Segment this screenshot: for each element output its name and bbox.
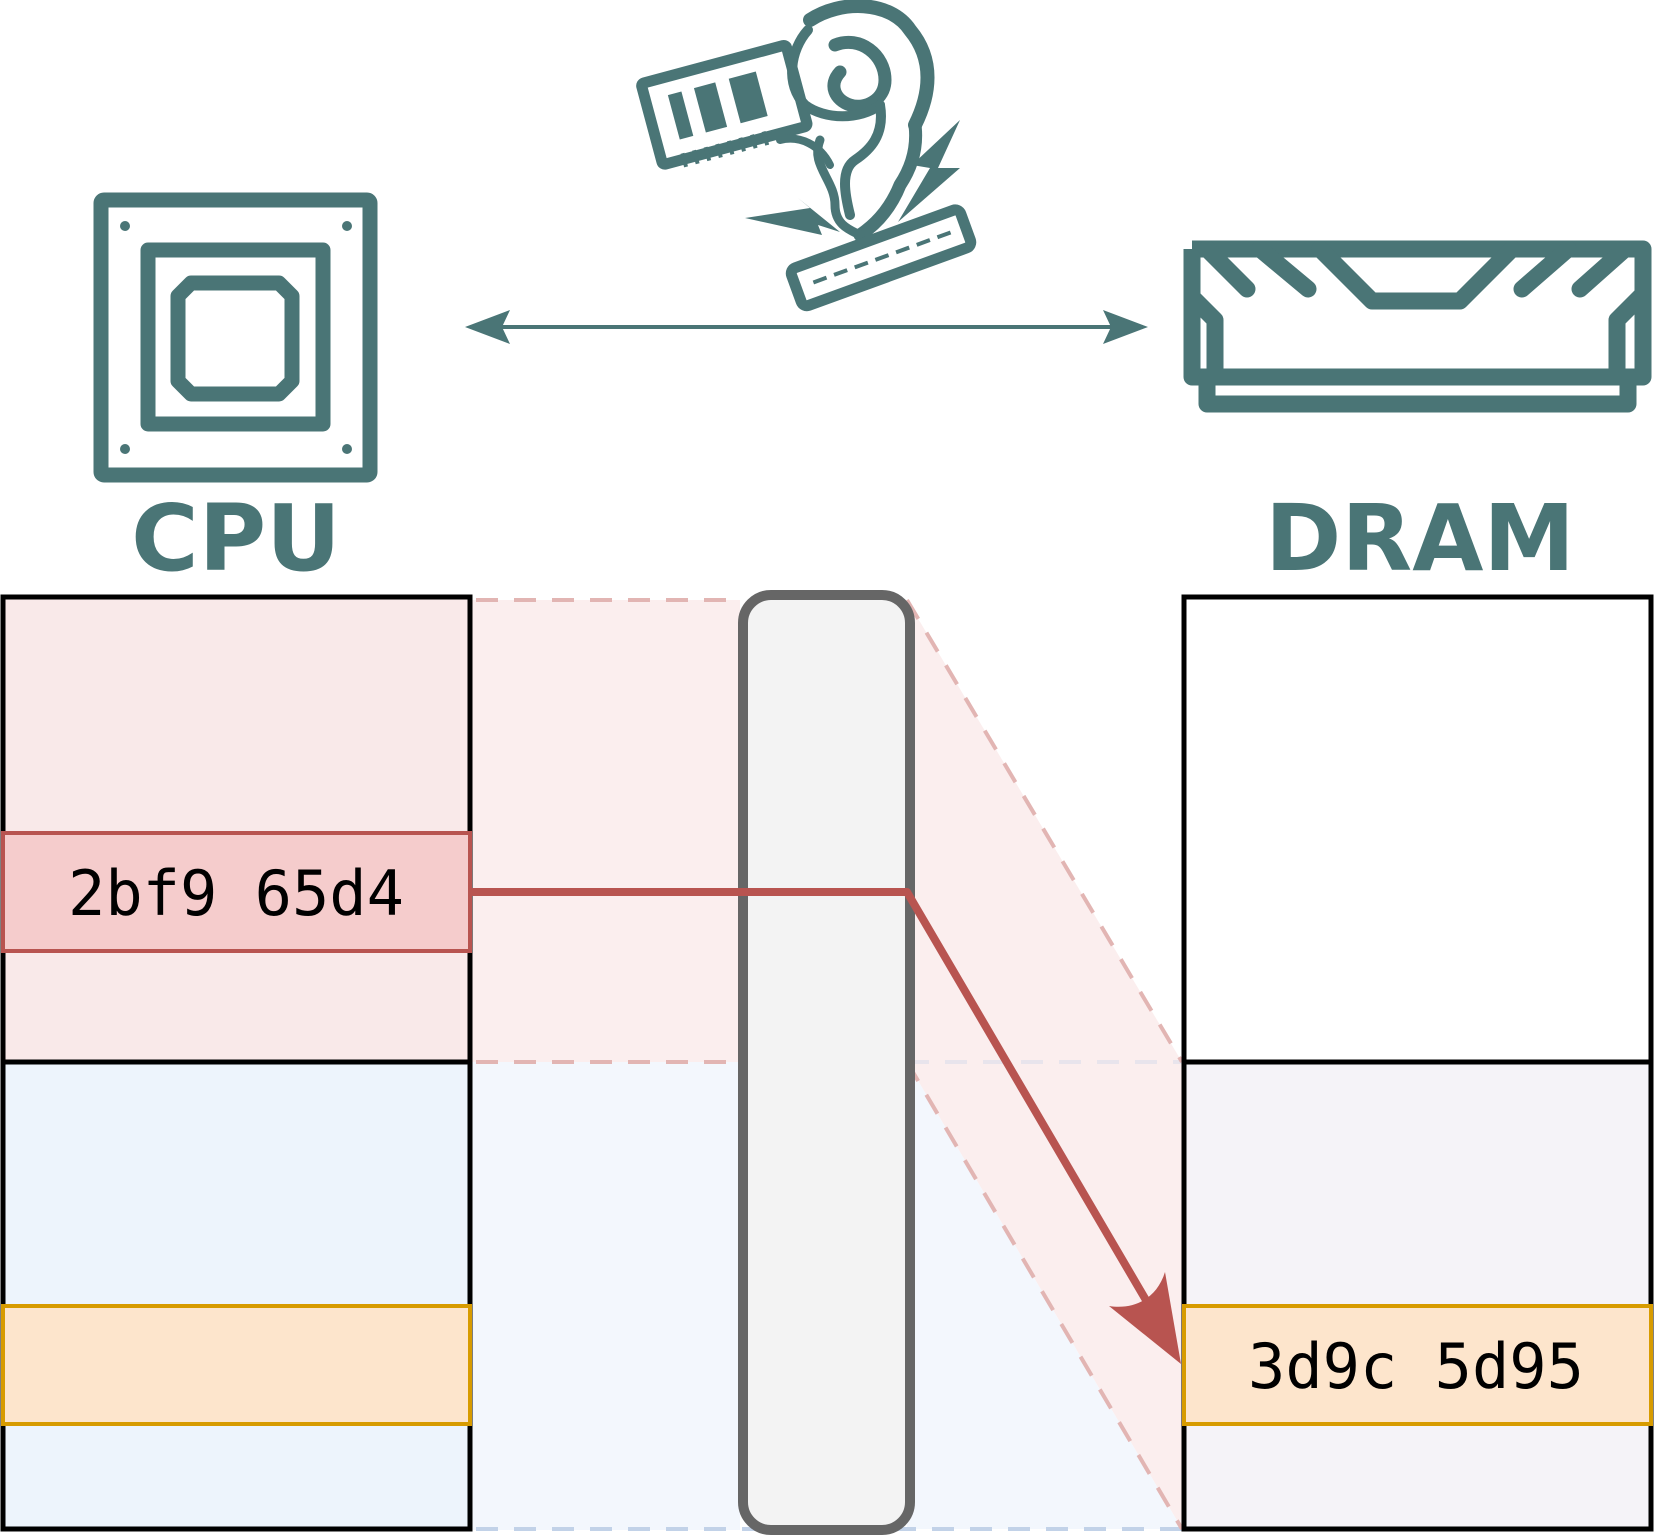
mapping-region-blue [470, 1062, 740, 1530]
cpu-chip-icon [93, 192, 378, 483]
mapping-region-red [470, 600, 740, 1062]
dram-data-cell [1182, 1304, 1653, 1426]
dram-region-top [1181, 594, 1654, 1065]
dram-region-bottom [1181, 1059, 1654, 1532]
cpu-memory-column [0, 594, 473, 1532]
cpu-label: CPU [131, 485, 341, 592]
cpu-data-cell [1, 831, 472, 953]
ram-attacking-memory-icon [636, 0, 977, 312]
dram-memory-column [1181, 594, 1654, 1532]
scrambler-bar [738, 590, 915, 1535]
scramble-mapping-arrow [470, 888, 1181, 1364]
cpu-region-blue [0, 1059, 473, 1532]
ram-module-icon [1183, 240, 1652, 413]
cpu-region-red [0, 594, 473, 1065]
memory-bus-arrow [465, 310, 1148, 344]
cpu-data-value: 2bf9 65d4 [68, 857, 404, 930]
cpu-target-cell [1, 1304, 472, 1426]
dram-data-value: 3d9c 5d95 [1248, 1330, 1584, 1403]
dram-label: DRAM [1265, 485, 1575, 592]
mapping-projection-red [907, 600, 1182, 1529]
